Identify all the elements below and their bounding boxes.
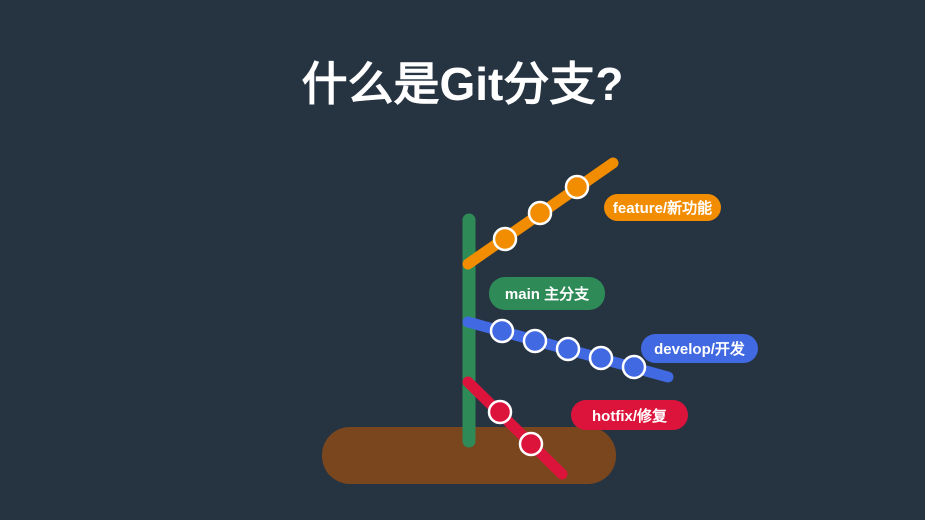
feature-commit-node (492, 226, 518, 252)
hotfix-commit-node (487, 399, 513, 425)
develop-branch-label: develop/开发 (641, 334, 758, 363)
hotfix-branch-label: hotfix/修复 (571, 400, 688, 430)
hotfix-commit-node (518, 431, 544, 457)
page-title: 什么是Git分支? (301, 58, 624, 110)
main-branch-label: main 主分支 (489, 277, 605, 310)
feature-branch-label: feature/新功能 (604, 194, 721, 221)
develop-commit-node (555, 336, 581, 362)
develop-commit-node (588, 345, 614, 371)
feature-commit-node (564, 174, 590, 200)
develop-commit-node (522, 328, 548, 354)
feature-commit-node (527, 200, 553, 226)
develop-commit-node (489, 318, 515, 344)
hotfix-branch-line (462, 376, 568, 480)
develop-commit-node (621, 354, 647, 380)
